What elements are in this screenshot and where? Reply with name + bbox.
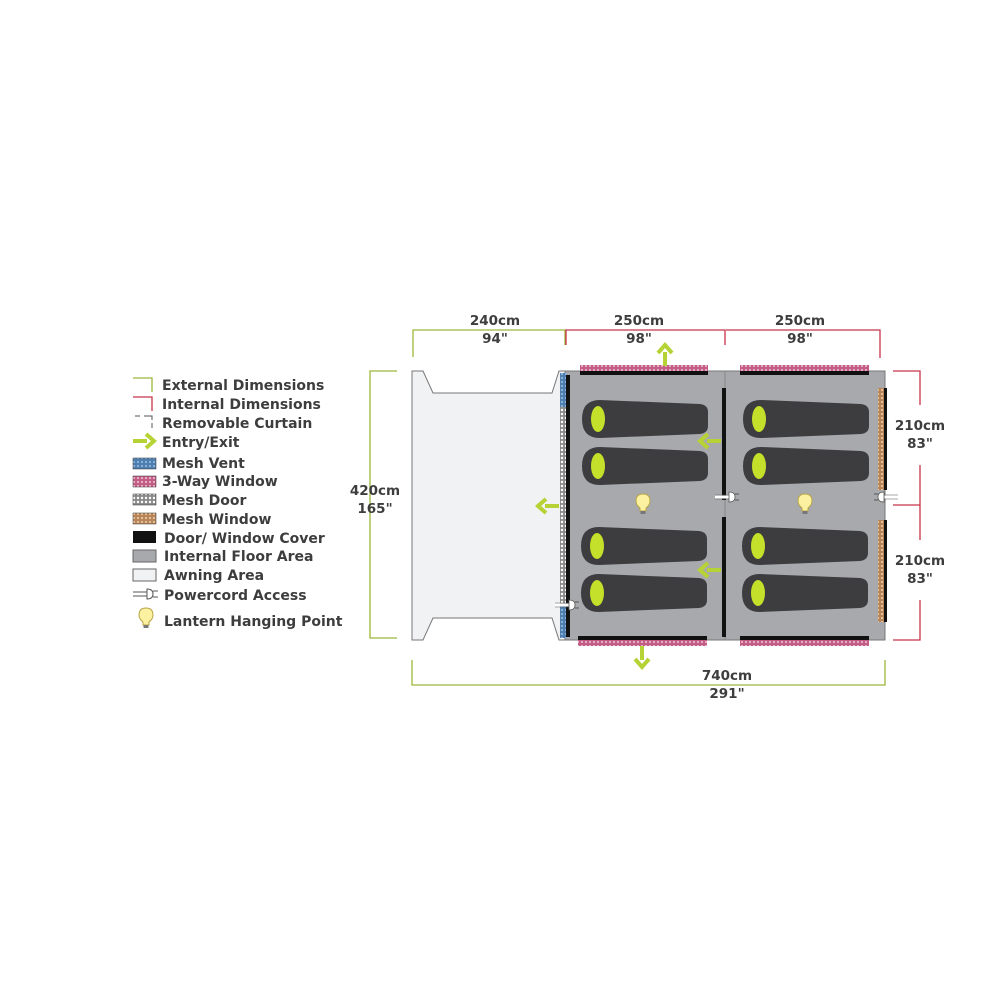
room1-width-line bbox=[565, 329, 726, 345]
window-cover bbox=[884, 520, 887, 622]
awning-width-cm: 240cm bbox=[470, 313, 520, 329]
door-cover bbox=[722, 388, 726, 500]
entry-exit-arrow-icon bbox=[656, 343, 674, 368]
room2-width-line bbox=[726, 329, 881, 358]
mesh-door-swatch-icon bbox=[132, 493, 157, 506]
legend-label: Powercord Access bbox=[164, 588, 307, 604]
depth-cm: 420cm bbox=[350, 483, 400, 499]
dimension-lines: 240cm 94" 250cm 98" 250cm 98" 420cm 165"… bbox=[350, 313, 945, 702]
legend-label: Awning Area bbox=[164, 568, 264, 584]
awning-swatch-icon bbox=[132, 568, 157, 582]
awning-width-in: 94" bbox=[482, 331, 508, 347]
room2-width-in: 98" bbox=[787, 331, 813, 347]
external-dimension-icon bbox=[133, 377, 153, 392]
legend-label: Removable Curtain bbox=[162, 416, 312, 432]
legend-label: Mesh Window bbox=[162, 512, 271, 528]
lantern-icon bbox=[138, 607, 154, 629]
internal-floor-swatch-icon bbox=[132, 549, 157, 563]
awning-width-line bbox=[412, 329, 566, 357]
sleeping-bag bbox=[582, 400, 708, 438]
entry-exit-arrow-icon bbox=[633, 644, 651, 669]
room1-width-cm: 250cm bbox=[614, 313, 664, 329]
sleeping-bag bbox=[581, 574, 707, 612]
powercord-icon bbox=[133, 588, 158, 600]
mesh-window bbox=[878, 388, 884, 490]
legend-label: Entry/Exit bbox=[162, 435, 240, 451]
mesh-vent bbox=[560, 605, 567, 638]
awning-area bbox=[411, 370, 566, 641]
length-line bbox=[411, 660, 886, 686]
bay-lower-cm: 210cm bbox=[895, 553, 945, 569]
depth-in: 165" bbox=[357, 501, 392, 517]
legend: External Dimensions Internal Dimensions … bbox=[131, 377, 343, 630]
length-in: 291" bbox=[709, 686, 744, 702]
entry-exit-arrow-icon bbox=[131, 432, 156, 450]
three-way-window bbox=[740, 640, 869, 646]
legend-label: Internal Dimensions bbox=[162, 397, 321, 413]
window-cover bbox=[884, 388, 887, 490]
legend-label: 3-Way Window bbox=[162, 474, 278, 490]
removable-curtain-icon bbox=[135, 415, 153, 428]
bay-depth-line bbox=[893, 370, 921, 641]
window-cover bbox=[578, 636, 707, 640]
bay-lower-in: 83" bbox=[907, 571, 933, 587]
window-cover bbox=[580, 371, 708, 375]
mesh-window-swatch-icon bbox=[132, 512, 157, 525]
three-way-window bbox=[740, 365, 869, 371]
mesh-door bbox=[560, 407, 567, 605]
room1-width-in: 98" bbox=[626, 331, 652, 347]
sleeping-bag bbox=[582, 447, 708, 485]
sleeping-bag bbox=[743, 447, 869, 485]
mesh-vent bbox=[560, 373, 567, 407]
room2-width-cm: 250cm bbox=[775, 313, 825, 329]
mesh-window bbox=[878, 520, 884, 622]
sleeping-bag bbox=[742, 527, 868, 565]
door-window-cover-swatch-icon bbox=[133, 531, 156, 543]
legend-label: Mesh Door bbox=[162, 493, 246, 509]
internal-dimension-icon bbox=[133, 396, 153, 411]
three-way-window bbox=[578, 640, 707, 646]
three-way-window-swatch-icon bbox=[132, 475, 157, 488]
legend-label: External Dimensions bbox=[162, 378, 324, 394]
window-cover bbox=[740, 371, 869, 375]
door-cover bbox=[566, 375, 570, 637]
sleeping-bag bbox=[742, 574, 868, 612]
legend-label: Door/ Window Cover bbox=[164, 531, 325, 547]
depth-line bbox=[369, 370, 397, 639]
sleeping-bag bbox=[743, 400, 869, 438]
length-cm: 740cm bbox=[702, 668, 752, 684]
legend-label: Lantern Hanging Point bbox=[164, 614, 343, 630]
mesh-vent-swatch-icon bbox=[132, 457, 157, 470]
legend-label: Mesh Vent bbox=[162, 456, 245, 472]
three-way-window bbox=[580, 365, 708, 371]
bay-upper-in: 83" bbox=[907, 436, 933, 452]
bay-upper-cm: 210cm bbox=[895, 418, 945, 434]
sleeping-bag bbox=[581, 527, 707, 565]
window-cover bbox=[740, 636, 869, 640]
door-cover bbox=[722, 517, 726, 637]
legend-label: Internal Floor Area bbox=[164, 549, 313, 565]
